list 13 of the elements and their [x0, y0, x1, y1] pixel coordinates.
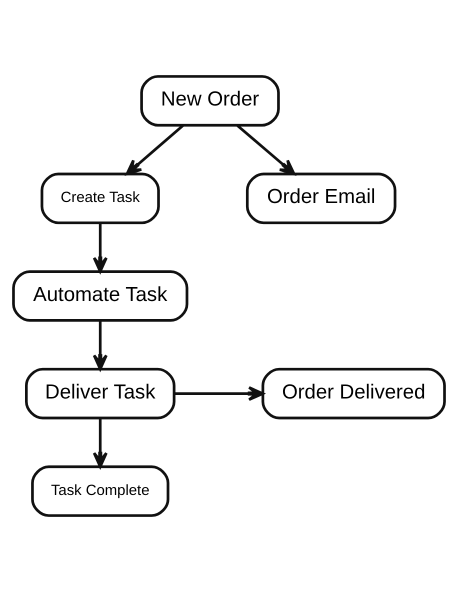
arrow [174, 386, 264, 402]
arrow [92, 418, 108, 468]
node-box: Order Delivered [262, 368, 446, 420]
node-box: Task Complete [31, 465, 170, 517]
arrow [126, 124, 184, 176]
node-box: Order Email [246, 172, 396, 224]
node-box: Deliver Task [25, 368, 176, 420]
node-box: Automate Task [12, 270, 188, 322]
node-box: New Order [140, 75, 280, 127]
arrow [92, 223, 108, 273]
node-box: Create Task [40, 172, 160, 224]
arrow [92, 320, 108, 370]
arrow [236, 124, 296, 176]
